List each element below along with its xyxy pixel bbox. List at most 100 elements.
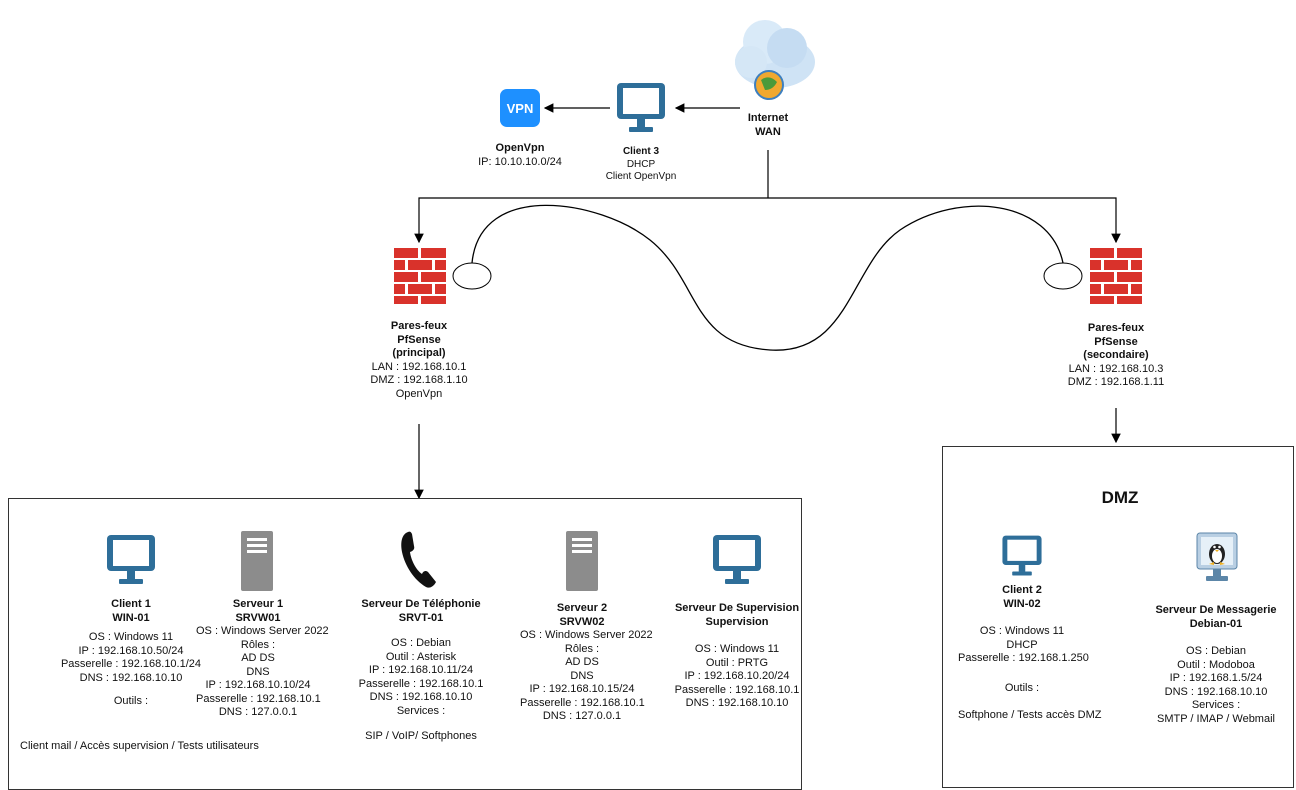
internet-line2: WAN [755, 125, 781, 138]
telephony-block: Serveur De Téléphonie SRVT-01 OS : Debia… [356, 598, 486, 744]
client1-block: Client 1 WIN-01 OS : Windows 11 IP : 192… [60, 598, 202, 709]
server1-dns: DNS : 127.0.0.1 [218, 706, 298, 718]
fw-primary-title1: Pares-feux [390, 320, 448, 332]
server1-adds: AD DS [241, 652, 275, 664]
monitor-icon [617, 83, 665, 132]
server1-name: Serveur 1 [232, 598, 284, 610]
mail-os: OS : Debian [1186, 645, 1246, 657]
supervision-ip: IP : 192.168.10.20/24 [684, 670, 790, 682]
fw-primary-extra: OpenVpn [395, 387, 443, 400]
server2-ip: IP : 192.168.10.15/24 [529, 683, 635, 695]
mail-name: Serveur De Messagerie [1155, 604, 1277, 616]
fw-secondary-lan: LAN : 192.168.10.3 [1068, 362, 1164, 375]
mail-dns: DNS : 192.168.10.10 [1164, 685, 1268, 698]
telephony-dns: DNS : 192.168.10.10 [369, 691, 473, 703]
internet-label: Internet WAN [740, 112, 796, 139]
telephony-tool: Outil : Asterisk [385, 650, 457, 663]
telephony-services: SIP / VoIP/ Softphones [365, 730, 477, 742]
client1-dns: DNS : 192.168.10.10 [79, 671, 183, 684]
supervision-block: Serveur De Supervision Supervision OS : … [672, 602, 802, 711]
server2-host: SRVW02 [559, 615, 605, 628]
monitor-icon [107, 535, 155, 584]
fw-secondary-title2: PfSense [1094, 335, 1138, 348]
fw-secondary-title1: Pares-feux [1087, 322, 1145, 334]
client2-tools-label: Outils : [1004, 681, 1040, 694]
server2-gw: Passerelle : 192.168.10.1 [520, 696, 645, 709]
fw-primary-dmz: DMZ : 192.168.1.10 [370, 374, 468, 386]
dmz-zone-box [942, 446, 1294, 788]
telephony-os: OS : Debian [391, 637, 451, 649]
client3-vpn: Client OpenVpn [605, 171, 677, 182]
phone-icon [401, 531, 436, 588]
client2-tools: Softphone / Tests accès DMZ [958, 709, 1102, 721]
client1-name: Client 1 [111, 598, 151, 610]
firewall-icon [1090, 248, 1142, 304]
telephony-host: SRVT-01 [398, 611, 444, 624]
server2-name: Serveur 2 [556, 602, 608, 614]
server1-ip: IP : 192.168.10.10/24 [205, 679, 311, 691]
mail-services: SMTP / IMAP / Webmail [1157, 712, 1275, 725]
sync-link-curve [471, 204, 1064, 351]
firewall-icon [394, 248, 446, 304]
client1-gw: Passerelle : 192.168.10.1/24 [60, 658, 202, 670]
server2-dnsrole: DNS [570, 669, 594, 682]
server1-gw: Passerelle : 192.168.10.1 [196, 692, 321, 705]
client2-host: WIN-02 [1003, 597, 1041, 610]
client2-os: OS : Windows 11 [979, 625, 1065, 637]
link-wan-primary [414, 197, 768, 244]
dmz-title: DMZ [1101, 488, 1139, 507]
server-icon [566, 531, 598, 591]
sync-port-secondary [1043, 262, 1083, 290]
monitor-icon [713, 535, 761, 584]
client1-ip: IP : 192.168.10.50/24 [78, 644, 184, 657]
vpn-name: OpenVpn [495, 142, 545, 154]
supervision-tool: Outil : PRTG [705, 656, 769, 669]
server2-dns: DNS : 127.0.0.1 [542, 710, 622, 722]
server-icon [241, 531, 273, 591]
fw-primary-label: Pares-feux PfSense (principal) LAN : 192… [360, 320, 478, 401]
server1-roles: Rôles : [240, 638, 276, 651]
supervision-dns: DNS : 192.168.10.10 [685, 697, 789, 709]
supervision-os: OS : Windows 11 [694, 643, 780, 655]
monitor-icon [1002, 535, 1042, 576]
vpn-icon: VPN [500, 89, 540, 127]
client2-gw: Passerelle : 192.168.1.250 [958, 652, 1089, 664]
fw-primary-title2: PfSense [397, 333, 441, 346]
server1-dnsrole: DNS [246, 665, 270, 678]
supervision-host: Supervision [705, 615, 769, 628]
telephony-name: Serveur De Téléphonie [361, 598, 481, 610]
vpn-ip: IP: 10.10.10.0/24 [478, 155, 562, 168]
client1-tools: Client mail / Accès supervision / Tests … [20, 740, 259, 752]
client1-tools-label: Outils : [113, 695, 149, 707]
mail-block: Serveur De Messagerie Debian-01 OS : Deb… [1148, 604, 1284, 726]
link-wan-secondary [768, 197, 1121, 244]
fw-primary-title3: (principal) [392, 347, 446, 359]
mail-services-label: Services : [1191, 699, 1241, 711]
client1-host: WIN-01 [112, 611, 150, 624]
client2-block: Client 2 WIN-02 OS : Windows 11 DHCP Pas… [958, 584, 1102, 723]
client2-name: Client 2 [1002, 584, 1042, 596]
vpn-badge-text: VPN [507, 101, 534, 116]
supervision-gw: Passerelle : 192.168.10.1 [674, 683, 800, 696]
linux-monitor-icon [1196, 532, 1238, 581]
mail-tool: Outil : Modoboa [1177, 658, 1255, 671]
server2-os: OS : Windows Server 2022 [520, 629, 653, 641]
client2-dhcp: DHCP [1006, 638, 1038, 651]
sync-port-primary [452, 262, 492, 290]
client3-dhcp: DHCP [626, 158, 656, 170]
cloud-icon [735, 20, 815, 100]
telephony-ip: IP : 192.168.10.11/24 [368, 664, 474, 676]
client3-name: Client 3 [622, 146, 660, 157]
fw-secondary-label: Pares-feux PfSense (secondaire) LAN : 19… [1056, 322, 1176, 390]
mail-host: Debian-01 [1189, 617, 1243, 630]
telephony-gw: Passerelle : 192.168.10.1 [358, 677, 484, 690]
fw-primary-lan: LAN : 192.168.10.1 [371, 360, 467, 373]
vpn-label: OpenVpn IP: 10.10.10.0/24 [470, 142, 570, 169]
server1-os: OS : Windows Server 2022 [196, 625, 329, 637]
fw-secondary-title3: (secondaire) [1083, 349, 1149, 361]
supervision-name: Serveur De Supervision [674, 602, 800, 614]
fw-secondary-dmz: DMZ : 192.168.1.11 [1067, 376, 1165, 388]
telephony-services-label: Services : [396, 704, 446, 717]
mail-ip: IP : 192.168.1.5/24 [1169, 672, 1263, 684]
